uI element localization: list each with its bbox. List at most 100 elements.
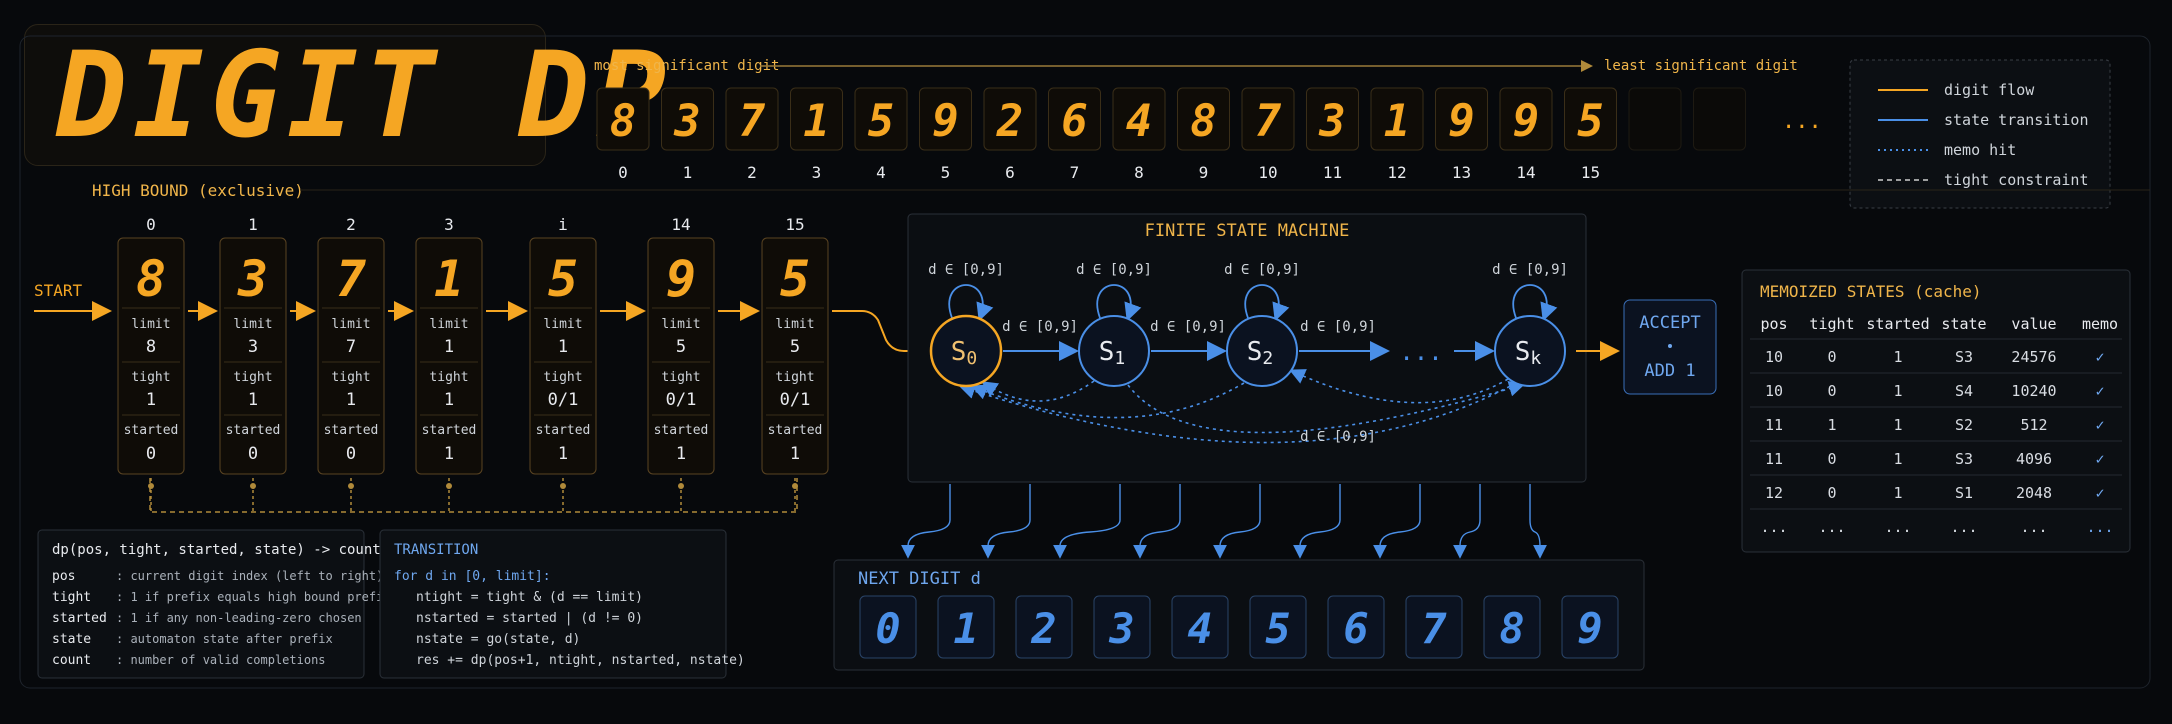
- fsm-state: [1494, 315, 1566, 387]
- top-digit: 9: [932, 96, 959, 147]
- top-digit: 1: [1384, 96, 1411, 147]
- top-digit-index: 8: [1134, 163, 1144, 182]
- transition-line-1: for d in [0, limit]:: [394, 569, 551, 584]
- started-label: started: [226, 423, 281, 438]
- transition-line-4: nstate = go(state, d): [416, 632, 580, 647]
- memo-hit-edge: [971, 382, 1245, 419]
- next-digit-connector: [1293, 484, 1341, 559]
- tight-tap-dot: [250, 483, 256, 489]
- add-one-label: ADD 1: [1644, 361, 1695, 381]
- memo-cell: ...: [2086, 518, 2113, 536]
- dp-param-desc: : automaton state after prefix: [116, 632, 333, 646]
- fsm-edges: d ∈ [0,9] d ∈ [0,9] d ∈ [0,9] d ∈ [0,9] d ∈ …: [928, 262, 1568, 445]
- digit-flow-to-fsm: [832, 310, 928, 361]
- top-digit-cell: [1435, 87, 1488, 151]
- transition-line-3: nstarted = started | (d != 0): [416, 611, 643, 626]
- top-digit: 8: [1190, 96, 1217, 147]
- outer-frame: [19, 35, 2151, 689]
- memo-hit-edge: [1289, 369, 1509, 404]
- limit-value: 7: [346, 337, 356, 357]
- self-loop-label: d ∈ [0,9]: [1492, 262, 1568, 278]
- top-digit: 3: [673, 96, 701, 147]
- limit-value: 8: [146, 337, 156, 357]
- next-digit: 1: [953, 604, 978, 653]
- dp-signature-title: dp(pos, tight, started, state) -> count: [52, 542, 381, 558]
- high-bound-index: 14: [671, 215, 690, 234]
- limit-label: limit: [331, 317, 370, 332]
- next-digit: 3: [1108, 604, 1134, 653]
- title-panel: [24, 24, 546, 166]
- top-digit-index: 15: [1581, 163, 1600, 182]
- tight-value: 1: [248, 390, 258, 410]
- memo-cell: ...: [1950, 518, 1977, 536]
- tight-tap-dot: [148, 483, 154, 489]
- dp-param-desc: : 1 if prefix equals high bound prefix: [116, 590, 391, 604]
- memo-cell: ✓: [2095, 348, 2104, 366]
- self-loop-label: d ∈ [0,9]: [1076, 262, 1152, 278]
- limit-value: 5: [790, 337, 800, 357]
- started-value: 1: [558, 444, 568, 464]
- top-digit-cell: [1306, 87, 1359, 151]
- top-digit-cell: [854, 87, 908, 151]
- tight-tap-dot: [446, 483, 452, 489]
- memo-title: MEMOIZED STATES (cache): [1760, 282, 1982, 301]
- tight-label: tight: [131, 370, 170, 385]
- tight-value: 1: [346, 390, 356, 410]
- memo-column-header: started: [1866, 315, 1929, 333]
- memo-column-header: state: [1941, 315, 1986, 333]
- tight-label: tight: [331, 370, 370, 385]
- page-title: DIGIT DP: [55, 26, 672, 164]
- memo-cell: 512: [2020, 416, 2047, 434]
- tight-constraint-taps: [148, 478, 798, 512]
- top-digit-index: 13: [1452, 163, 1471, 182]
- high-bound-digit: 5: [548, 250, 578, 308]
- tight-tap-dot: [348, 483, 354, 489]
- tight-tap-dot: [792, 483, 798, 489]
- memo-cell: 10240: [2011, 382, 2056, 400]
- top-digit: 5: [868, 96, 895, 147]
- top-digit: 9: [1448, 96, 1475, 147]
- high-bound-index: 2: [346, 215, 356, 234]
- fsm-state-label: S1: [1099, 337, 1126, 369]
- next-digit: 5: [1265, 604, 1290, 653]
- tight-value: 1: [146, 390, 156, 410]
- started-label: started: [654, 423, 709, 438]
- memo-cell: 1: [1893, 416, 1902, 434]
- high-bound-index: i: [558, 215, 568, 234]
- memo-cell: S2: [1955, 416, 1973, 434]
- transition-title: TRANSITION: [394, 542, 478, 558]
- memo-cell: 12: [1765, 484, 1783, 502]
- next-digit-connector: [1373, 484, 1421, 559]
- next-digit-connector: [981, 484, 1031, 559]
- memo-cell: ✓: [2095, 450, 2104, 468]
- started-label: started: [124, 423, 179, 438]
- dp-param-desc: : 1 if any non-leading-zero chosen: [116, 611, 362, 625]
- limit-label: limit: [131, 317, 170, 332]
- high-bound-cells: 08limit8tight1started013limit3tight1star…: [117, 215, 928, 475]
- legend-state-transition: state transition: [1944, 111, 2089, 129]
- top-digit-index: 9: [1199, 163, 1209, 182]
- transition-panel: [379, 529, 727, 679]
- memo-cell: S3: [1955, 450, 1973, 468]
- self-loop-label: d ∈ [0,9]: [928, 262, 1004, 278]
- memo-cell: 1: [1893, 450, 1902, 468]
- memo-cell: 0: [1827, 450, 1836, 468]
- fsm-state-label: Sk: [1515, 337, 1542, 369]
- top-digit-cell: [1048, 87, 1101, 151]
- memo-cell: 0: [1827, 382, 1836, 400]
- lsd-label: least significant digit: [1604, 58, 1798, 74]
- top-digit-cell: [596, 87, 650, 151]
- self-loop-edge: [1096, 284, 1142, 322]
- top-digit-cell: [790, 87, 843, 151]
- memo-edge-label: d ∈ [0,9]: [1300, 429, 1376, 445]
- next-digit-connector: [1133, 484, 1181, 559]
- next-digit-connector: [1453, 484, 1481, 559]
- next-digit-connector: [1053, 484, 1121, 559]
- high-bound-index: 1: [248, 215, 258, 234]
- started-value: 1: [444, 444, 454, 464]
- transition-label: d ∈ [0,9]: [1300, 319, 1376, 335]
